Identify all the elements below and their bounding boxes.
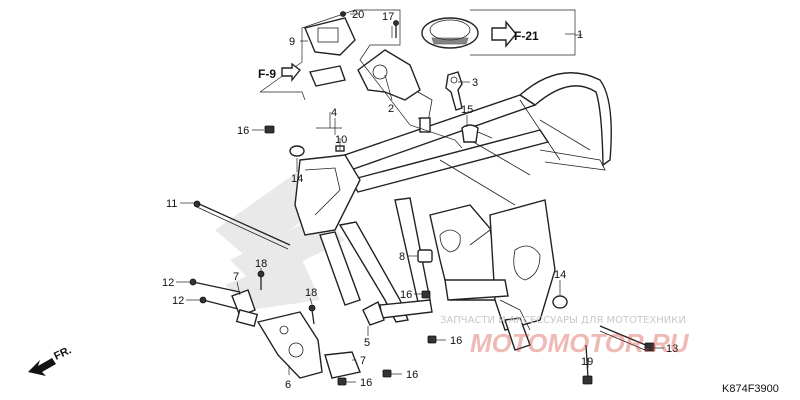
callout-7-lower: 7 [360,355,366,367]
washer-14 [289,145,568,309]
callout-1: 1 [577,29,583,41]
seal-block-f9 [309,65,346,87]
main-frame [294,72,612,351]
reference-f9: F-9 [258,67,276,81]
callout-16-right: 16 [450,335,462,347]
callout-3: 3 [472,77,478,89]
callout-9: 9 [289,36,295,48]
callout-16-bottom-right: 16 [406,369,418,381]
callout-17: 17 [382,11,394,23]
callout-5: 5 [364,337,370,349]
watermark-caption: ЗАПЧАСТИ И АКСЕССУАРЫ ДЛЯ МОТОТЕХНИКИ [440,315,686,326]
fuel-cap-assembly [421,17,479,49]
engine-hanger-6 [256,311,323,379]
nut-16 [264,125,437,386]
callout-12-upper: 12 [162,277,174,289]
callout-16-bottom: 16 [360,377,372,389]
callout-20: 20 [352,9,364,21]
front-label: FR. [52,344,73,362]
bracket-5 [362,300,385,326]
callout-11: 11 [166,198,177,210]
callout-2: 2 [388,103,394,115]
bracket-7-lower [324,351,361,379]
collar-8 [417,249,433,263]
leader-lines [176,13,664,383]
callout-15: 15 [461,104,473,116]
callout-14-right: 14 [554,269,566,281]
callout-18-left: 18 [255,258,267,270]
callout-18-center: 18 [305,287,317,299]
ignition-cover-9 [304,17,356,56]
front-arrow-icon [28,358,56,376]
reference-f21: F-21 [514,29,539,43]
reference-arrow-f21 [491,20,517,48]
spacer-7-upper [231,289,259,327]
reference-arrow-f9 [281,62,301,82]
callout-10: 10 [335,134,347,146]
callout-16-top: 16 [237,125,249,137]
key-3 [445,71,463,111]
callout-4: 4 [331,107,337,119]
callout-8: 8 [399,251,405,263]
ignition-switch-2 [357,49,433,133]
watermark-logo: MOTOMOTOR.RU [470,328,690,358]
callout-6: 6 [285,379,291,391]
long-bolt-11 [193,200,291,250]
pivot-bolt-13 [599,325,655,352]
callout-19: 19 [581,356,593,368]
callout-14-left: 14 [291,173,303,185]
clamp-15 [461,124,493,143]
callout-12-lower: 12 [172,295,184,307]
callout-16-center: 16 [400,289,412,301]
assembly-outline [259,9,582,149]
callout-13: 13 [666,343,678,355]
bolt-18 [257,270,316,325]
callout-7-upper: 7 [233,271,239,283]
bolt-19 [582,344,593,385]
callout-labels: 1 2 3 4 5 6 7 7 8 9 10 11 12 12 13 14 14… [162,9,678,391]
diagram-code: K874F3900 [722,383,779,395]
